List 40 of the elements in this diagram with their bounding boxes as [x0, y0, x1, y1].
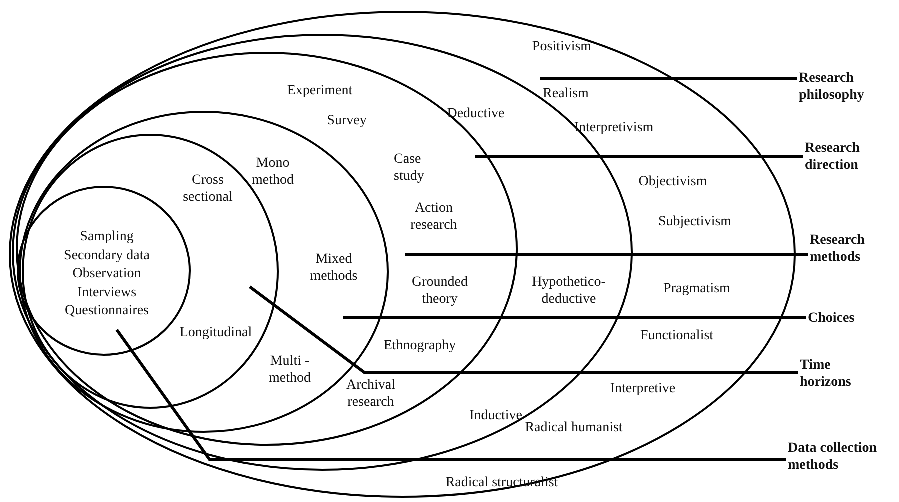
leader-line: [249, 286, 798, 374]
layer-item-text: Mono method: [251, 155, 295, 189]
layer-item-text: Deductive: [447, 106, 505, 122]
layer-item-text: Ethnography: [384, 338, 456, 354]
layer-item-text: Archival research: [346, 377, 396, 411]
layer-item-text: Experiment: [287, 82, 353, 100]
layer-item-text: Multi -method: [268, 353, 312, 387]
layer-item-text: Radical humanist: [525, 420, 623, 436]
layer-item-text: Secondary data: [64, 248, 150, 264]
layer-item-text: Inductive: [470, 408, 522, 424]
layer-title: Research philosophy: [799, 70, 899, 104]
layer-item-text: Survey: [327, 112, 367, 130]
layer-item-text: Questionnaires: [65, 302, 149, 320]
leader-line: [475, 156, 803, 158]
layer-item-text: Objectivism: [638, 174, 708, 190]
layer-item-text: Longitudinal: [180, 324, 252, 342]
layer-item-text: Action research: [410, 200, 458, 234]
layer-title: Time horizons: [800, 357, 870, 391]
layer-item-text: Positivism: [532, 38, 592, 56]
layer-title: Choices: [808, 310, 855, 327]
layer-item-text: Interviews: [77, 284, 137, 302]
layer-item-text: Subjectivism: [658, 214, 732, 230]
layer-item-text: Mixed methods: [309, 251, 359, 285]
leader-line: [343, 316, 806, 320]
layer-title: Research direction: [805, 140, 885, 174]
layer-item-text: Pragmatism: [664, 280, 730, 298]
leader-line: [116, 329, 786, 462]
layer-item-text: Cross sectional: [182, 172, 234, 206]
layer-item-text: Sampling: [80, 228, 134, 246]
layer-title: Research methods: [810, 232, 890, 266]
layer-item-text: Functionalist: [640, 328, 714, 344]
layer-title: Data collection methods: [788, 440, 898, 474]
layer-item-text: Hypothetico-deductive: [531, 274, 607, 308]
leader-line: [405, 254, 808, 256]
layer-item-text: Realism: [543, 86, 589, 102]
layer-item-text: Case study: [394, 151, 426, 185]
layer-item-text: Interpretive: [610, 380, 676, 398]
layer-item-text: Observation: [72, 266, 142, 282]
leader-line: [540, 78, 797, 80]
layer-item-text: Grounded theory: [411, 274, 469, 308]
